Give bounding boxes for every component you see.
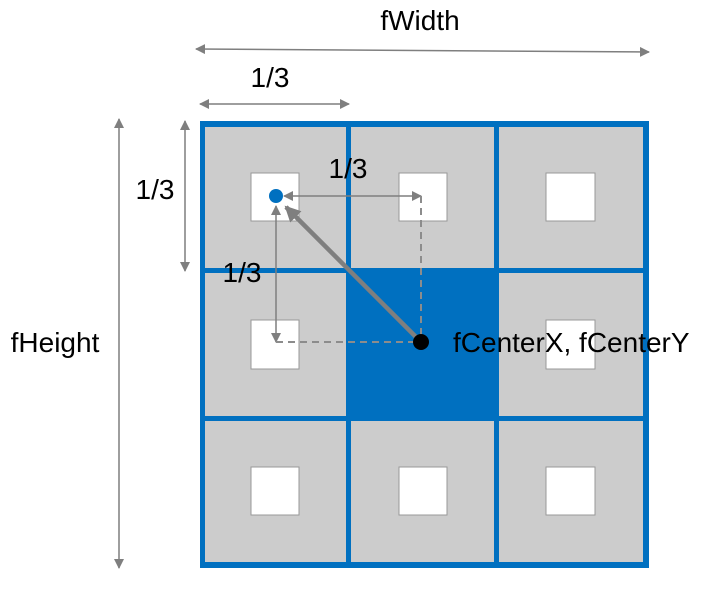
inner-square	[398, 172, 448, 222]
third-top-label: 1/3	[251, 62, 290, 93]
height-label: fHeight	[11, 327, 100, 358]
diagonal-vector-arrow	[284, 205, 423, 344]
inner-square	[545, 466, 596, 516]
inner-square	[545, 319, 596, 370]
width-label: fWidth	[380, 5, 459, 36]
third-vertical-label: 1/3	[223, 257, 262, 288]
third-left-label: 1/3	[136, 174, 175, 205]
target-point-dot	[269, 189, 283, 203]
inner-squares	[250, 172, 596, 516]
inner-square	[250, 466, 300, 516]
inner-square	[545, 172, 596, 222]
width-dimension-arrow	[195, 44, 650, 57]
center-point-dot	[413, 334, 429, 350]
third-horizontal-label: 1/3	[329, 153, 368, 184]
inner-square	[250, 319, 300, 370]
center-label: fCenterX, fCenterY	[453, 327, 690, 358]
inner-square	[398, 466, 448, 516]
